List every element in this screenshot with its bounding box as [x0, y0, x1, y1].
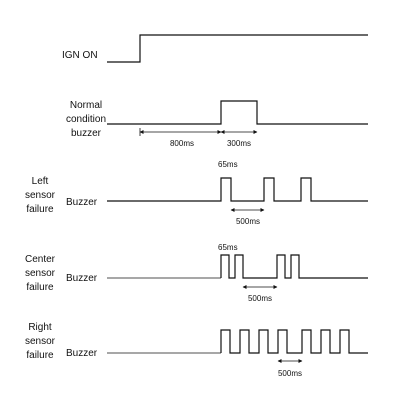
left-period-label: 500ms: [236, 217, 260, 226]
center-period-label: 500ms: [248, 294, 272, 303]
right-label-line3: failure: [26, 350, 54, 361]
normal-buzzer-waveform: [107, 100, 368, 125]
normal-delay-label: 800ms: [170, 139, 194, 148]
left-buzzer-label: Buzzer: [66, 197, 98, 208]
center-buzzer-waveform: [220, 254, 368, 279]
ign-on-label: IGN ON: [62, 50, 98, 61]
normal-pulse-label: 300ms: [227, 139, 251, 148]
left-pulse-label: 65ms: [218, 160, 238, 169]
center-pulse-label: 65ms: [218, 243, 238, 252]
normal-label: Normal condition buzzer: [66, 100, 106, 139]
normal-label-line3: buzzer: [71, 128, 102, 139]
left-label-line3: failure: [26, 204, 54, 215]
center-buzzer-label: Buzzer: [66, 273, 98, 284]
right-label-line1: Right: [28, 322, 52, 333]
normal-label-line1: Normal: [70, 100, 102, 111]
right-period-label: 500ms: [278, 369, 302, 378]
center-label-line3: failure: [26, 282, 54, 293]
right-label-line2: sensor: [25, 336, 56, 347]
right-buzzer-label: Buzzer: [66, 348, 98, 359]
right-label: Right sensor failure: [25, 322, 56, 361]
normal-label-line2: condition: [66, 114, 106, 125]
center-label: Center sensor failure: [25, 254, 56, 293]
ign-on-waveform: [107, 34, 368, 63]
left-label: Left sensor failure: [25, 176, 56, 215]
right-buzzer-waveform: [220, 329, 368, 354]
left-label-line2: sensor: [25, 190, 56, 201]
center-label-line2: sensor: [25, 268, 56, 279]
left-buzzer-waveform: [107, 177, 368, 202]
left-label-line1: Left: [32, 176, 49, 187]
center-label-line1: Center: [25, 254, 56, 265]
